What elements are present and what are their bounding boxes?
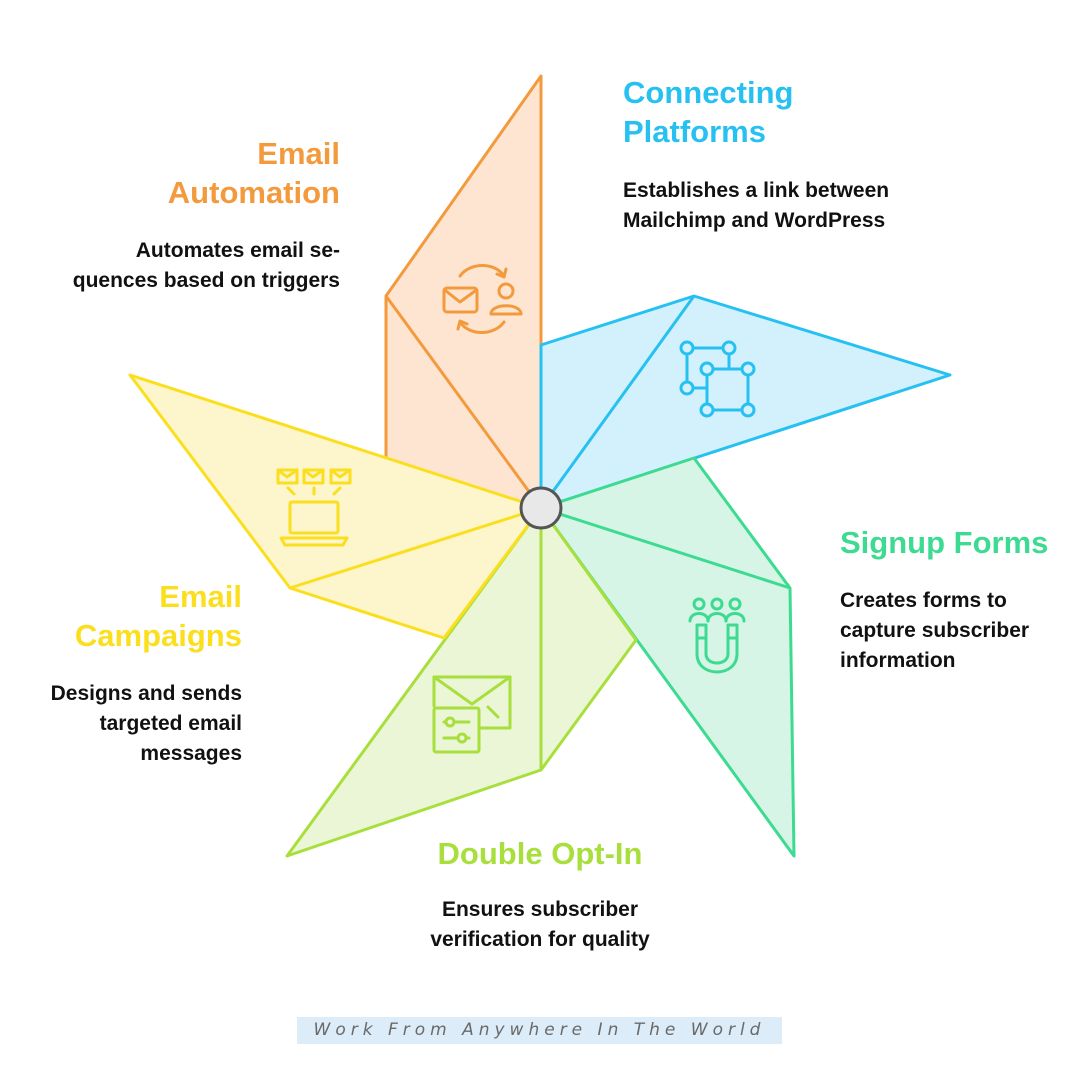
automation-title-line1: Email: [257, 136, 340, 171]
double-opt-in-description: Ensures subscriber verification for qual…: [430, 898, 650, 951]
connecting-platforms-title: Connecting Platforms: [623, 73, 923, 151]
double-opt-in-title: Double Opt-In: [437, 836, 643, 871]
magnet-users-icon: [688, 597, 746, 674]
email-sync-user-icon: [442, 264, 523, 334]
campaigns-title-line1: Email: [159, 579, 242, 614]
signup-forms-title: Signup Forms: [840, 525, 1049, 560]
email-settings-icon: [432, 675, 512, 754]
email-campaigns-title: Email Campaigns: [20, 577, 242, 655]
email-automation-label: Email Automation Automates email se-quen…: [60, 134, 340, 296]
automation-title-line2: Automation: [167, 175, 340, 210]
blade-automation: [384, 74, 543, 510]
email-automation-title: Email Automation: [60, 134, 340, 212]
center-hub: [519, 486, 563, 530]
connecting-title-line2: Platforms: [623, 114, 766, 149]
blade-optin: [285, 506, 638, 858]
email-automation-description: Automates email se-quences based on trig…: [72, 239, 340, 292]
laptop-emails-icon: [276, 468, 352, 547]
signup-forms-label: Signup Forms Creates forms to capture su…: [840, 523, 1070, 676]
blade-connecting: [539, 294, 952, 510]
double-opt-in-label: Double Opt-In Ensures subscriber verific…: [390, 834, 690, 955]
network-nodes-icon: [679, 340, 756, 418]
footer-watermark: Work From Anywhere In The World: [297, 1017, 782, 1044]
campaigns-title-line2: Campaigns: [74, 618, 242, 653]
connecting-platforms-description: Establishes a link between Mailchimp and…: [623, 179, 890, 232]
connecting-platforms-label: Connecting Platforms Establishes a link …: [623, 73, 923, 236]
blade-signup: [539, 456, 796, 858]
email-campaigns-description: Designs and sends targeted email message…: [50, 682, 242, 765]
connecting-title-line1: Connecting: [623, 75, 794, 110]
signup-forms-description: Creates forms to capture subscriber info…: [840, 589, 1030, 672]
email-campaigns-label: Email Campaigns Designs and sends target…: [20, 577, 242, 769]
blade-campaigns: [128, 373, 543, 640]
